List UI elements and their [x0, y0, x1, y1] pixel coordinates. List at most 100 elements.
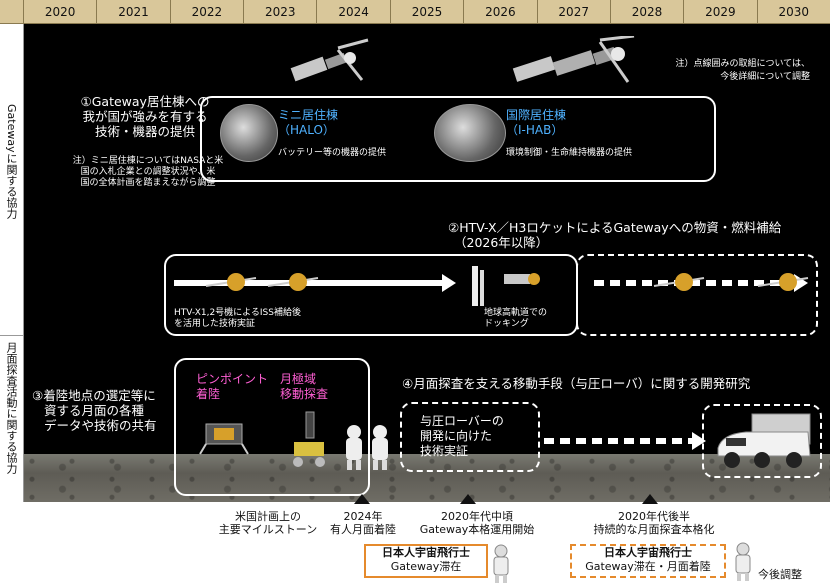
year-cell: 2020 [24, 0, 98, 23]
astronaut-note: 今後調整 [758, 568, 802, 581]
milestone-late-line: 2020年代後半 [618, 510, 690, 523]
item4-box-line: 開発に向けた [420, 429, 493, 443]
halo-name: ミニ居住棟 （HALO） [278, 108, 338, 138]
side-label-lunar: 月面探査活動に関する協力 [0, 336, 24, 502]
item2-dashed-box [576, 254, 818, 336]
item3-title-line: データや技術の共有 [44, 418, 157, 433]
milestone-late: 2020年代後半 持続的な月面探査本格化 [584, 510, 724, 536]
milestone-marker-mid [460, 494, 476, 504]
side-label-lunar-text: 月面探査活動に関する協力 [5, 342, 18, 474]
docking-note-line: ドッキング [484, 319, 529, 329]
astronaut-box-line: 日本人宇宙飛行士 [382, 546, 470, 559]
item2-title-line: （2026年以降） [454, 235, 549, 250]
astronaut-box-gateway: 日本人宇宙飛行士 Gateway滞在 [364, 544, 488, 578]
item3-box [174, 358, 370, 496]
item2-title-line: ②HTV-X／H3ロケットによるGatewayへの物資・燃料補給 [448, 220, 782, 235]
year-cell: 2023 [244, 0, 318, 23]
milestone-mid: 2020年代中頃 Gateway本格運用開始 [412, 510, 542, 536]
milestone-label-line: 主要マイルストーン [218, 523, 318, 536]
year-cell: 2028 [611, 0, 685, 23]
ihab-desc: 環境制御・生命維持機器の提供 [506, 148, 633, 158]
pinpoint-label-line: 着陸 [196, 387, 221, 401]
astronaut-box-gateway-moon: 日本人宇宙飛行士 Gateway滞在・月面着陸 [570, 544, 726, 578]
polar-label: 月極域 移動探査 [280, 372, 328, 402]
dashed-note: 注）点線囲みの取組については、 今後詳細について調整 [660, 58, 810, 84]
astronaut-icon [735, 542, 751, 581]
year-cell: 2026 [464, 0, 538, 23]
htvx-craft-icon [653, 273, 705, 291]
polar-label-line: 移動探査 [280, 387, 329, 401]
year-cell: 2022 [171, 0, 245, 23]
htvx-craft-icon [205, 273, 257, 291]
item1-title-line: ①Gateway居住棟への [80, 94, 210, 109]
htv-note: HTV-X1,2号機によるISS補給後 を活用した技術実証 [174, 308, 301, 330]
side-label-gateway-text: Gatewayに関する協力 [5, 104, 18, 219]
htv-note-line: を活用した技術実証 [174, 319, 256, 329]
astronaut-icon [493, 544, 509, 583]
milestone-marker-2024 [354, 494, 370, 504]
item3-title: ③着陸地点の選定等に 資する月面の各種 データや技術の共有 [32, 388, 202, 433]
item4-box-line: 技術実証 [420, 444, 469, 458]
slim-lander-icon [199, 423, 249, 455]
milestone-mid-line: Gateway本格運用開始 [419, 523, 535, 536]
item1-title-line: 技術・機器の提供 [94, 124, 195, 139]
year-cell: 2029 [684, 0, 758, 23]
pinpoint-label: ピンポイント 着陸 [196, 372, 268, 402]
astronauts-icon [346, 425, 388, 470]
milestone-2024-line: 2024年 [343, 510, 383, 523]
item1-note-line: 国の入札企業との調整状況や、米 [80, 167, 216, 177]
ihab-name-line: 国際居住棟 [506, 108, 567, 122]
timeline-canvas: 注）点線囲みの取組については、 今後詳細について調整 ①Gateway居住棟への… [24, 24, 830, 502]
h3-rocket-docking-icon [472, 266, 540, 306]
lunar-surface [24, 454, 830, 502]
item1-note-line: 注）ミニ居住棟についてはNASAと米 [72, 156, 224, 166]
ihab-name-line: （I-HAB） [506, 123, 564, 137]
ihab-name: 国際居住棟 （I-HAB） [506, 108, 566, 138]
milestone-marker-late [642, 494, 658, 504]
item2-title: ②HTV-X／H3ロケットによるGatewayへの物資・燃料補給 （2026年以… [448, 220, 781, 250]
item4-arrow-dashed [544, 438, 694, 444]
year-cell: 2030 [778, 5, 810, 19]
halo-desc: バッテリー等の機器の提供 [278, 148, 387, 158]
milestone-2024-line: 有人月面着陸 [330, 523, 396, 536]
side-label-gateway: Gatewayに関する協力 [0, 24, 24, 336]
milestone-label-line: 米国計画上の [235, 510, 301, 523]
item4-box-text: 与圧ローバーの 開発に向けた 技術実証 [420, 414, 504, 459]
htv-note-line: HTV-X1,2号機によるISS補給後 [174, 308, 301, 318]
pressurized-rover-icon [717, 413, 811, 468]
header-corner [0, 0, 24, 24]
milestones-area: 米国計画上の 主要マイルストーン 2024年 有人月面着陸 2020年代中頃 G… [0, 494, 830, 588]
ihab-module-illustration [434, 104, 506, 162]
milestone-late-line: 持続的な月面探査本格化 [593, 523, 715, 536]
halo-name-line: （HALO） [278, 123, 335, 137]
item3-title-line: 資する月面の各種 [44, 403, 145, 418]
milestone-mid-line: 2020年代中頃 [441, 510, 513, 523]
dashed-note-line: 今後詳細について調整 [720, 72, 810, 82]
year-cell: 2021 [97, 0, 171, 23]
gateway-station-illustration-2 [512, 36, 635, 83]
polar-rover-icon [293, 411, 325, 467]
item1-note-line: 国の全体計画を踏まえながら調整 [80, 178, 216, 188]
astronaut-box-line: Gateway滞在 [390, 560, 462, 573]
item3-title-line: ③着陸地点の選定等に [32, 388, 156, 403]
docking-note-line: 地球高軌道での [484, 308, 548, 318]
pinpoint-label-line: ピンポイント [196, 372, 269, 386]
halo-module-illustration [220, 104, 278, 162]
polar-label-line: 月極域 [280, 372, 317, 386]
astronaut-box-line: Gateway滞在・月面着陸 [585, 560, 711, 573]
milestone-label: 米国計画上の 主要マイルストーン [218, 510, 318, 536]
rover-box [702, 404, 822, 478]
item4-title: ④月面探査を支える移動手段（与圧ローバ）に関する開発研究 [402, 376, 751, 391]
item2-arrow-solid [174, 280, 444, 286]
milestone-2024: 2024年 有人月面着陸 [318, 510, 408, 536]
year-cell: 2025 [391, 0, 465, 23]
item4-box-line: 与圧ローバーの [420, 414, 504, 428]
halo-name-line: ミニ居住棟 [278, 108, 339, 122]
item2-arrow-dashed [594, 280, 794, 286]
item1-box [200, 96, 716, 182]
dashed-note-line: 注）点線囲みの取組については、 [675, 59, 810, 69]
docking-note: 地球高軌道での ドッキング [484, 308, 547, 330]
item4-dashed-box [400, 402, 540, 472]
item1-note: 注）ミニ居住棟についてはNASAと米 国の入札企業との調整状況や、米 国の全体計… [58, 156, 238, 189]
astronaut-box-line: 日本人宇宙飛行士 [604, 546, 692, 559]
